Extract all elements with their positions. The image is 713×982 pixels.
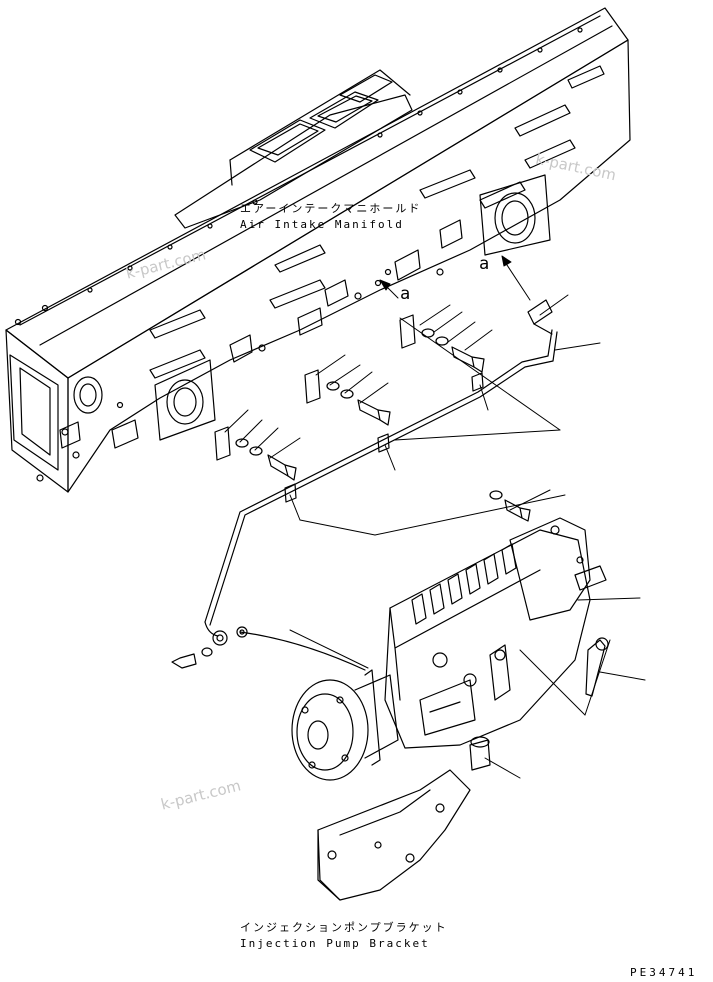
injection-pump-bracket bbox=[317, 769, 471, 901]
manifold-label-jp: エアーインテークマニホールド bbox=[240, 202, 422, 215]
air-intake-manifold bbox=[5, 7, 631, 493]
bracket-label-jp: インジェクションポンプブラケット bbox=[240, 921, 448, 934]
drawing-code: PE34741 bbox=[630, 966, 698, 979]
injection-pump bbox=[239, 517, 609, 781]
reference-a-pipe: a bbox=[479, 254, 490, 274]
leader-lines bbox=[224, 255, 646, 779]
reference-a-manifold: a bbox=[400, 284, 411, 304]
fuel-pipe bbox=[204, 299, 558, 646]
pipe-clamps bbox=[284, 372, 484, 503]
brackets-and-bolts bbox=[171, 314, 531, 669]
manifold-label-en: Air Intake Manifold bbox=[240, 218, 404, 231]
bracket-label-en: Injection Pump Bracket bbox=[240, 937, 430, 950]
